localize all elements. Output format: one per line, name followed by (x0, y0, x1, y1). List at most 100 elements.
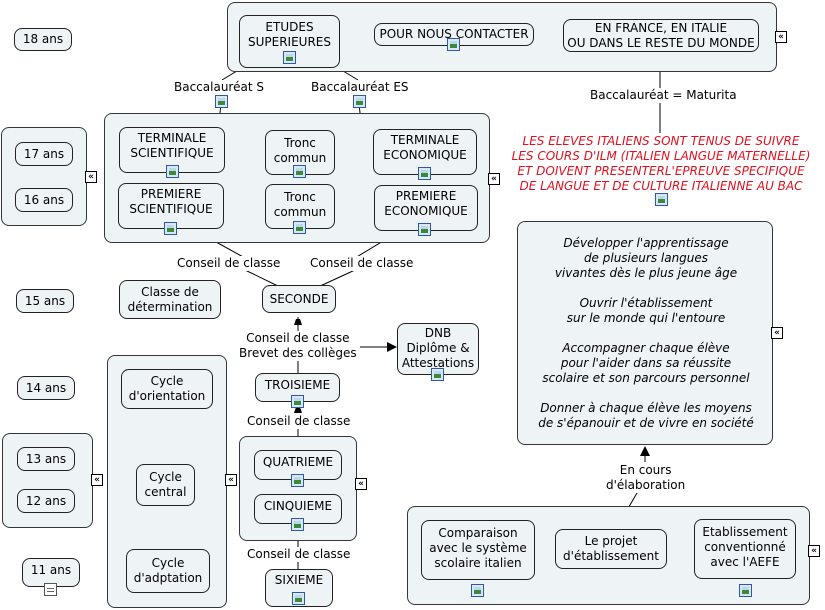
obj1-line2: de plusieurs langues (583, 251, 709, 265)
age-13-label: 13 ans (25, 451, 67, 466)
en-cours-line2: d'élaboration (606, 478, 686, 492)
italian-students-note: LES ELEVES ITALIENS SONT TENUS DE SUIVRE… (502, 134, 820, 194)
cycle-central-node[interactable]: Cycle central (136, 464, 195, 506)
bac-s-label: Baccalauréat S (174, 80, 264, 95)
image-icon[interactable] (283, 51, 296, 64)
cycle-orientation-node[interactable]: Cycle d'orientation (121, 369, 213, 409)
prem-eco-line1: PREMIERE (395, 189, 457, 203)
bac-maturita-label: Baccalauréat = Maturita (590, 88, 737, 103)
age-15[interactable]: 15 ans (16, 289, 74, 313)
note-line1: LES ELEVES ITALIENS SONT TENUS DE SUIVRE (522, 134, 800, 148)
collapse-chevron-icon[interactable]: « (91, 474, 103, 486)
aefe-node[interactable]: Etablissement conventionné avec l'AEFE (694, 519, 796, 579)
image-icon[interactable] (293, 165, 306, 178)
comparaison-node[interactable]: Comparaison avec le système scolaire ita… (421, 520, 535, 580)
dnb-line2: Diplôme & (406, 341, 470, 355)
contact-label: POUR NOUS CONTACTER (379, 27, 529, 41)
image-icon[interactable] (418, 167, 431, 180)
seconde-node[interactable]: SECONDE (262, 285, 336, 313)
collapse-chevron-icon[interactable]: « (225, 474, 237, 486)
troisieme-label: TROISIEME (264, 378, 331, 392)
age-18[interactable]: 18 ans (14, 28, 72, 51)
image-icon[interactable] (293, 221, 306, 234)
image-icon[interactable] (292, 592, 305, 605)
image-icon[interactable] (471, 584, 484, 597)
image-icon[interactable] (291, 395, 304, 408)
image-icon[interactable] (431, 368, 444, 381)
image-icon[interactable] (164, 222, 177, 235)
age-14[interactable]: 14 ans (17, 376, 75, 400)
obj2-line1: Ouvrir l'établissement (579, 296, 713, 310)
dnb-line1: DNB (424, 326, 452, 340)
comparaison-line2: avec le système (429, 541, 527, 555)
term-sci-line1: TERMINALE (137, 131, 207, 145)
age-13[interactable]: 13 ans (17, 447, 75, 471)
conseil-label-left: Conseil de classe (177, 256, 281, 271)
term-sci-line2: SCIENTIFIQUE (130, 146, 214, 160)
troisieme-node[interactable]: TROISIEME (255, 373, 340, 402)
france-label-line1: EN FRANCE, EN ITALIE (594, 20, 728, 35)
image-icon[interactable] (291, 518, 304, 531)
document-icon[interactable] (44, 583, 57, 596)
image-icon[interactable] (215, 95, 228, 108)
france-italie-monde-node[interactable]: EN FRANCE, EN ITALIE OU DANS LE RESTE DU… (563, 19, 759, 52)
conseil-sixieme-label: Conseil de classe (247, 547, 351, 562)
term-eco-line2: ECONOMIQUE (383, 148, 467, 162)
edge-cap-troisieme (294, 407, 302, 413)
quatrieme-label: QUATRIEME (262, 455, 334, 469)
premiere-economique-node[interactable]: PREMIERE ECONOMIQUE (374, 185, 478, 231)
aefe-line1: Etablissement (702, 525, 788, 539)
conseil-label-right: Conseil de classe (310, 256, 414, 271)
age-11-label: 11 ans (30, 563, 72, 577)
classe-determination-node[interactable]: Classe de détermination (119, 280, 221, 319)
central-line1: Cycle (149, 470, 182, 484)
image-icon[interactable] (291, 474, 304, 487)
note-line4: DE LANGUE ET DE CULTURE ITALIENNE AU BAC (519, 179, 803, 193)
collapse-chevron-icon[interactable]: « (488, 173, 500, 185)
conseil-brevet-line1: Conseil de classe (246, 331, 350, 345)
image-icon[interactable] (739, 584, 752, 597)
premiere-scientifique-node[interactable]: PREMIERE SCIENTIFIQUE (118, 183, 224, 229)
image-icon[interactable] (353, 95, 366, 108)
tronc2-line1: Tronc (284, 190, 316, 204)
edge-seconde-conseil-left (244, 269, 281, 288)
term-eco-line1: TERMINALE (390, 133, 460, 147)
note-line3: ET DOIVENT PRESENTERL'EPREUVE SPECIFIQUE (517, 164, 805, 178)
prem-sci-line1: PREMIERE (140, 187, 202, 201)
age-11[interactable]: 11 ans (22, 558, 80, 587)
image-icon[interactable] (655, 193, 668, 206)
obj4-line1: Donner à chaque élève les moyens (540, 401, 752, 415)
image-icon[interactable] (166, 165, 179, 178)
dnb-line3: Attestations (401, 356, 475, 370)
image-icon[interactable] (447, 38, 460, 51)
age-17-label: 17 ans (23, 146, 65, 161)
en-cours-label: En cours d'élaboration (606, 463, 686, 493)
image-icon[interactable] (418, 223, 431, 236)
collapse-chevron-icon[interactable]: « (355, 478, 367, 490)
collapse-chevron-icon[interactable]: « (771, 327, 783, 339)
conseil-brevet-label: Conseil de classe Brevet des collèges (239, 331, 357, 361)
collapse-chevron-icon[interactable]: « (808, 545, 820, 557)
terminale-scientifique-node[interactable]: TERMINALE SCIENTIFIQUE (119, 127, 225, 173)
age-17[interactable]: 17 ans (15, 142, 73, 166)
projet-line1: Le projet (584, 534, 638, 548)
collapse-chevron-icon[interactable]: « (85, 171, 97, 183)
comparaison-line3: scolaire italien (434, 556, 522, 570)
determination-line1: Classe de (141, 284, 199, 299)
cycle-adaptation-node[interactable]: Cycle d'adptation (126, 549, 210, 593)
conseil-troisieme-label: Conseil de classe (247, 414, 351, 429)
projet-etablissement-node[interactable]: Le projet d'établissement (555, 529, 667, 569)
comparaison-line1: Comparaison (438, 526, 518, 540)
conseil-brevet-line2: Brevet des collèges (239, 346, 357, 360)
etudes-label-line2: SUPERIEURES (248, 35, 331, 49)
determination-line2: détermination (127, 299, 213, 314)
seconde-label: SECONDE (269, 291, 329, 306)
age-18-label: 18 ans (22, 32, 64, 46)
contact-node[interactable]: POUR NOUS CONTACTER (374, 23, 534, 46)
collapse-chevron-icon[interactable]: « (775, 31, 787, 43)
age-16-label: 16 ans (23, 192, 65, 207)
orientation-line2: d'orientation (128, 389, 206, 403)
age-16[interactable]: 16 ans (15, 188, 73, 212)
age-12[interactable]: 12 ans (17, 489, 75, 513)
prem-sci-line2: SCIENTIFIQUE (129, 202, 213, 216)
